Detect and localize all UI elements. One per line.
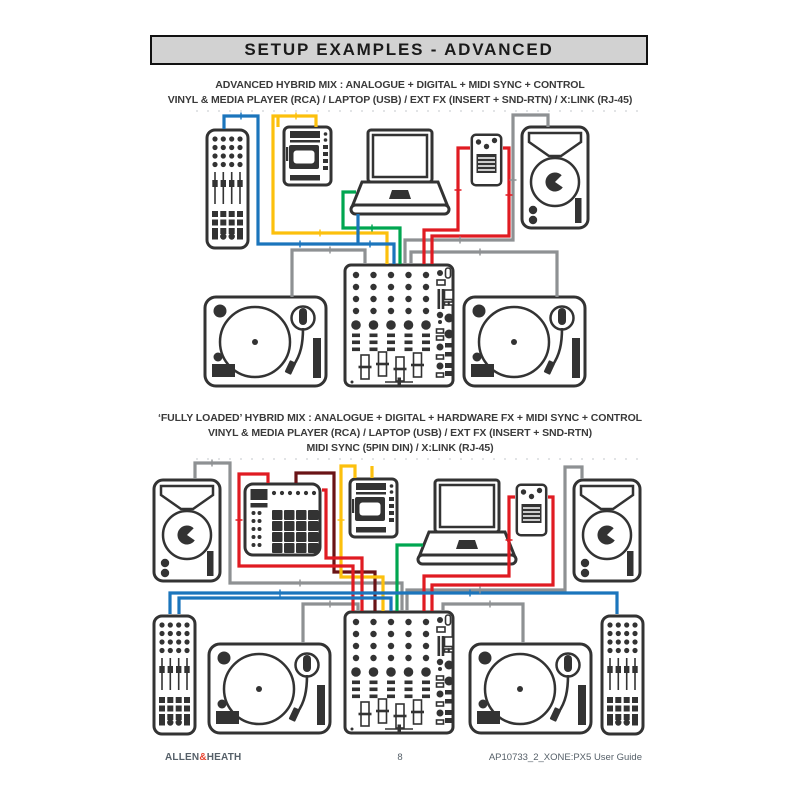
brand-ampersand: &	[199, 752, 207, 763]
laptop	[349, 128, 451, 216]
diagram2-caption-line1: ‘FULLY LOADED’ HYBRID MIX : ANALOGUE + D…	[158, 412, 642, 424]
turntable-left	[207, 642, 332, 735]
allen-heath-logo: ALLEN&HEATH	[165, 752, 241, 763]
cable-rca-media-player	[339, 464, 385, 611]
page-number: 8	[397, 752, 403, 763]
cable-monitor-speaker	[403, 113, 550, 264]
cable-usb-laptop	[395, 543, 423, 611]
drum-pad-sampler	[245, 484, 320, 555]
cable-ticks-gray	[211, 459, 491, 608]
diagram1-caption-line2: VINYL & MEDIA PLAYER (RCA) / LAPTOP (USB…	[167, 94, 633, 106]
cable-rca-turntable-right	[409, 250, 559, 297]
cable-fx-insert-send	[422, 495, 515, 611]
brand-prefix: ALLEN	[165, 752, 200, 763]
monitor-speaker-right	[572, 478, 642, 583]
turntable-left	[203, 295, 328, 388]
cable-xlink-mixer	[177, 596, 393, 614]
page-title-box: SETUP EXAMPLES - ADVANCED	[150, 35, 648, 65]
cable-ticks-red	[235, 519, 513, 541]
cable-fx-return	[430, 146, 511, 264]
fx-pedal	[470, 133, 503, 187]
cable-xlink-controller-link	[168, 591, 619, 614]
diagram2-caption-line2: VINYL & MEDIA PLAYER (RCA) / LAPTOP (USB…	[207, 427, 593, 439]
cable-ticks-gray	[329, 179, 517, 256]
cable-ticks-red	[454, 189, 513, 196]
cable-rca-media-player	[271, 114, 389, 264]
cable-usb-laptop	[341, 190, 402, 264]
cable-sampler-audio-right	[322, 488, 364, 611]
cable-xlink-controller	[222, 114, 396, 264]
cable-ticks-blue	[240, 112, 371, 248]
diagram2-caption: ‘FULLY LOADED’ HYBRID MIX : ANALOGUE + D…	[0, 411, 800, 456]
cable-ticks-blue	[279, 589, 471, 597]
page-title: SETUP EXAMPLES - ADVANCED	[244, 40, 554, 59]
fx-pedal	[515, 483, 548, 537]
diagram1-cables	[222, 112, 559, 297]
media-player	[282, 125, 333, 187]
diagram2-caption-line3: MIDI SYNC (5PIN DIN) / X:LINK (RJ-45)	[306, 442, 494, 454]
xone-px5-mixer	[345, 265, 454, 387]
diagram2-fully-loaded-hybrid-mix	[152, 458, 670, 755]
diagram1-advanced-hybrid-mix	[196, 110, 644, 405]
cable-ticks-yellow	[295, 112, 321, 237]
monitor-speaker	[520, 125, 590, 230]
cable-rca-turntable-right	[441, 602, 525, 643]
midi-fader-controller-right	[602, 616, 643, 734]
media-player	[348, 477, 399, 539]
cable-monitor-speaker-left	[193, 461, 404, 611]
monitor-speaker-left	[152, 478, 222, 583]
brand-suffix: HEATH	[206, 752, 242, 763]
laptop	[416, 478, 518, 566]
cable-fx-insert-send	[422, 146, 470, 264]
turntable-right	[462, 295, 587, 388]
turntable-right	[468, 642, 593, 735]
diagram1-caption-line1: ADVANCED HYBRID MIX : ANALOGUE + DIGITAL…	[215, 79, 585, 91]
diagram2-cables	[168, 459, 619, 643]
cable-rca-turntable-left	[290, 248, 367, 297]
xone-px5-mixer	[345, 612, 454, 734]
document-reference: AP10733_2_XONE:PX5 User Guide	[488, 752, 642, 763]
midi-fader-controller-left	[154, 616, 195, 734]
midi-fader-controller	[207, 130, 248, 248]
page-footer: ALLEN&HEATH 8 AP10733_2_XONE:PX5 User Gu…	[140, 752, 660, 768]
diagram1-caption: ADVANCED HYBRID MIX : ANALOGUE + DIGITAL…	[0, 78, 800, 108]
